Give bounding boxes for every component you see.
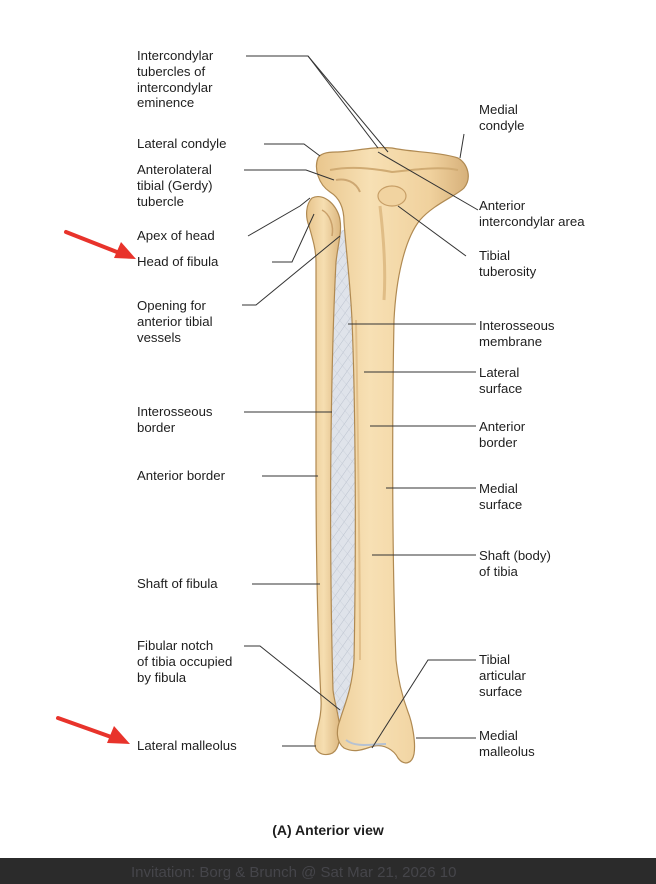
label-lateral-surface: Lateral surface xyxy=(479,365,523,396)
label-apex-of-head: Apex of head xyxy=(137,228,215,243)
red-arrow-icon xyxy=(56,716,130,744)
notification-text[interactable]: Invitation: Borg & Brunch @ Sat Mar 21, … xyxy=(131,864,457,881)
leader-head-of-fibula xyxy=(272,213,315,263)
label-lateral-condyle: Lateral condyle xyxy=(137,136,227,151)
leader-lateral-condyle xyxy=(264,143,321,157)
label-interosseous-membrane: Interosseous membrane xyxy=(479,318,555,349)
label-medial-condyle: Medial condyle xyxy=(479,102,525,133)
leader-tibial-tuberosity xyxy=(397,205,467,257)
label-fibula-anterior-border: Anterior border xyxy=(137,468,225,483)
notification-bar[interactable]: Invitation: Borg & Brunch @ Sat Mar 21, … xyxy=(0,858,656,884)
label-tibial-tuberosity: Tibial tuberosity xyxy=(479,248,537,279)
label-interosseous-border: Interosseous border xyxy=(137,404,213,435)
leader-apex-of-head xyxy=(247,197,311,237)
tibia-bone xyxy=(315,146,469,764)
figure-caption: (A) Anterior view xyxy=(272,822,384,838)
label-fibular-notch: Fibular notch of tibia occupied by fibul… xyxy=(137,638,233,685)
leader-intercondylar-tubercles-2 xyxy=(307,55,379,149)
label-anterolateral-tubercle: Anterolateral tibial (Gerdy) tubercle xyxy=(137,162,213,209)
label-lateral-malleolus: Lateral malleolus xyxy=(137,738,237,753)
leader-lines xyxy=(242,55,479,749)
label-shaft-of-tibia: Shaft (body) of tibia xyxy=(479,548,551,579)
label-head-of-fibula: Head of fibula xyxy=(137,254,219,269)
leader-anterolateral-tubercle xyxy=(244,169,335,181)
label-opening-anterior-tibial-vessels: Opening for anterior tibial vessels xyxy=(137,298,213,345)
label-shaft-of-fibula: Shaft of fibula xyxy=(137,576,218,591)
label-tibial-articular-surface: Tibial articular surface xyxy=(479,652,526,699)
label-medial-malleolus: Medial malleolus xyxy=(479,728,535,759)
leader-intercondylar-tubercles xyxy=(246,55,389,153)
red-arrow-icon xyxy=(64,230,136,259)
leader-tibial-articular-surface xyxy=(371,659,476,749)
leader-anterior-intercondylar-area xyxy=(377,151,479,211)
leader-opening-anterior-tibial xyxy=(242,235,341,306)
leader-medial-condyle xyxy=(459,133,465,159)
leader-fibular-notch xyxy=(244,645,341,711)
label-tibia-anterior-border: Anterior border xyxy=(479,419,526,450)
label-anterior-intercondylar-area: Anterior intercondylar area xyxy=(479,198,585,229)
label-intercondylar-tubercles: Intercondylar tubercles of intercondylar… xyxy=(137,48,214,111)
label-medial-surface: Medial surface xyxy=(479,481,523,512)
